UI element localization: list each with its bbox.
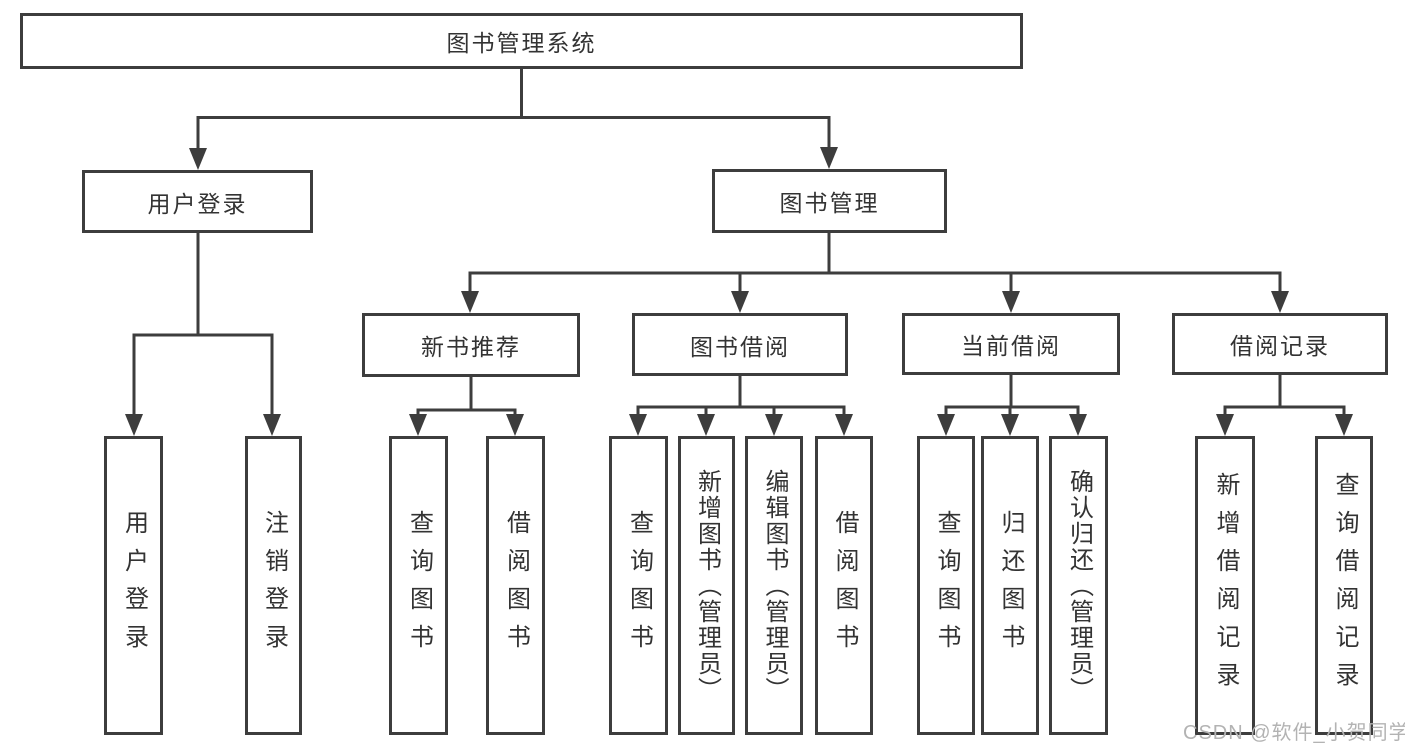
leaf-br-add-record: 新增借阅记录	[1195, 436, 1255, 735]
leaf-br-query-record: 查询借阅记录	[1315, 436, 1373, 735]
node-user-login-label: 用户登录	[147, 190, 248, 217]
leaf-cb-query-books: 查询图书	[917, 436, 975, 735]
leaf-cb-confirm-return-admin-label: 确认归还（管理员）	[1065, 468, 1093, 703]
leaf-bb-add-books-admin: 新增图书（管理员）	[678, 436, 735, 735]
arrowhead-borrow-records	[1271, 291, 1289, 313]
leaf-bb-borrow-books-label: 借阅图书	[831, 509, 858, 662]
leaf-rec-borrow-books-label: 借阅图书	[502, 509, 530, 662]
leaf-logout: 注销登录	[245, 436, 302, 735]
leaf-user-login: 用户登录	[104, 436, 163, 735]
arrowhead-bb-edit-books	[765, 414, 783, 436]
arrowhead-book-management	[820, 147, 838, 169]
leaf-user-login-label: 用户登录	[120, 509, 148, 662]
leaf-rec-query-books: 查询图书	[389, 436, 448, 735]
node-book-borrow-label: 图书借阅	[690, 333, 790, 360]
leaf-cb-return-books: 归还图书	[981, 436, 1039, 735]
node-book-management: 图书管理	[712, 169, 947, 233]
arrowhead-cb-query-books	[937, 414, 955, 436]
arrowhead-br-add-record	[1216, 414, 1234, 436]
connector-current-borrow	[944, 375, 1080, 416]
node-book-management-label: 图书管理	[779, 190, 880, 216]
connector-book-borrow	[636, 376, 846, 416]
arrowhead-bb-query-books	[629, 414, 647, 436]
arrowhead-bb-borrow-books	[835, 414, 853, 436]
leaf-bb-query-books-label: 查询图书	[625, 509, 653, 662]
arrowhead-bb-add-books	[697, 414, 715, 436]
leaf-bb-edit-books-admin-label: 编辑图书（管理员）	[761, 468, 788, 703]
watermark: CSDN @软件_小贺同学	[1183, 722, 1405, 744]
arrowhead-cb-confirm-return	[1069, 414, 1087, 436]
connector-borrow-records	[1223, 375, 1346, 416]
leaf-br-add-record-label: 新增借阅记录	[1212, 471, 1239, 700]
leaf-cb-confirm-return-admin: 确认归还（管理员）	[1049, 436, 1108, 735]
node-current-borrow: 当前借阅	[902, 313, 1120, 375]
leaf-bb-borrow-books: 借阅图书	[815, 436, 873, 735]
connector-book-management	[468, 233, 1282, 293]
leaf-cb-return-books-label: 归还图书	[997, 509, 1024, 662]
node-new-book-recommend-label: 新书推荐	[421, 334, 521, 360]
leaf-logout-label: 注销登录	[260, 509, 288, 662]
node-root: 图书管理系统	[20, 13, 1023, 69]
arrowhead-rec-borrow-books	[506, 414, 524, 436]
arrowhead-cb-return-books	[1001, 414, 1019, 436]
leaf-rec-query-books-label: 查询图书	[405, 509, 433, 662]
leaf-rec-borrow-books: 借阅图书	[486, 436, 545, 735]
arrowhead-user-login	[189, 148, 207, 170]
node-book-borrow: 图书借阅	[632, 313, 848, 376]
arrowhead-br-query-record	[1335, 414, 1353, 436]
arrowhead-new-book-recommend	[461, 291, 479, 313]
connector-root	[196, 69, 831, 150]
node-root-label: 图书管理系统	[446, 30, 597, 56]
leaf-cb-query-books-label: 查询图书	[933, 509, 960, 662]
arrowhead-book-borrow	[731, 291, 749, 313]
node-borrow-records: 借阅记录	[1172, 313, 1388, 375]
arrowhead-rec-query-books	[409, 414, 427, 436]
leaf-bb-add-books-admin-label: 新增图书（管理员）	[693, 468, 721, 703]
leaf-bb-query-books: 查询图书	[609, 436, 668, 735]
arrowhead-leaf-logout	[263, 414, 281, 436]
node-new-book-recommend: 新书推荐	[362, 313, 580, 377]
connector-user-login	[132, 233, 274, 416]
arrowhead-leaf-login	[125, 414, 143, 436]
node-user-login: 用户登录	[82, 170, 313, 233]
node-current-borrow-label: 当前借阅	[961, 333, 1061, 359]
arrowhead-current-borrow	[1002, 291, 1020, 313]
leaf-br-query-record-label: 查询借阅记录	[1331, 471, 1358, 700]
connector-new-book-recommend	[416, 377, 517, 416]
leaf-bb-edit-books-admin: 编辑图书（管理员）	[745, 436, 803, 735]
node-borrow-records-label: 借阅记录	[1230, 333, 1330, 359]
